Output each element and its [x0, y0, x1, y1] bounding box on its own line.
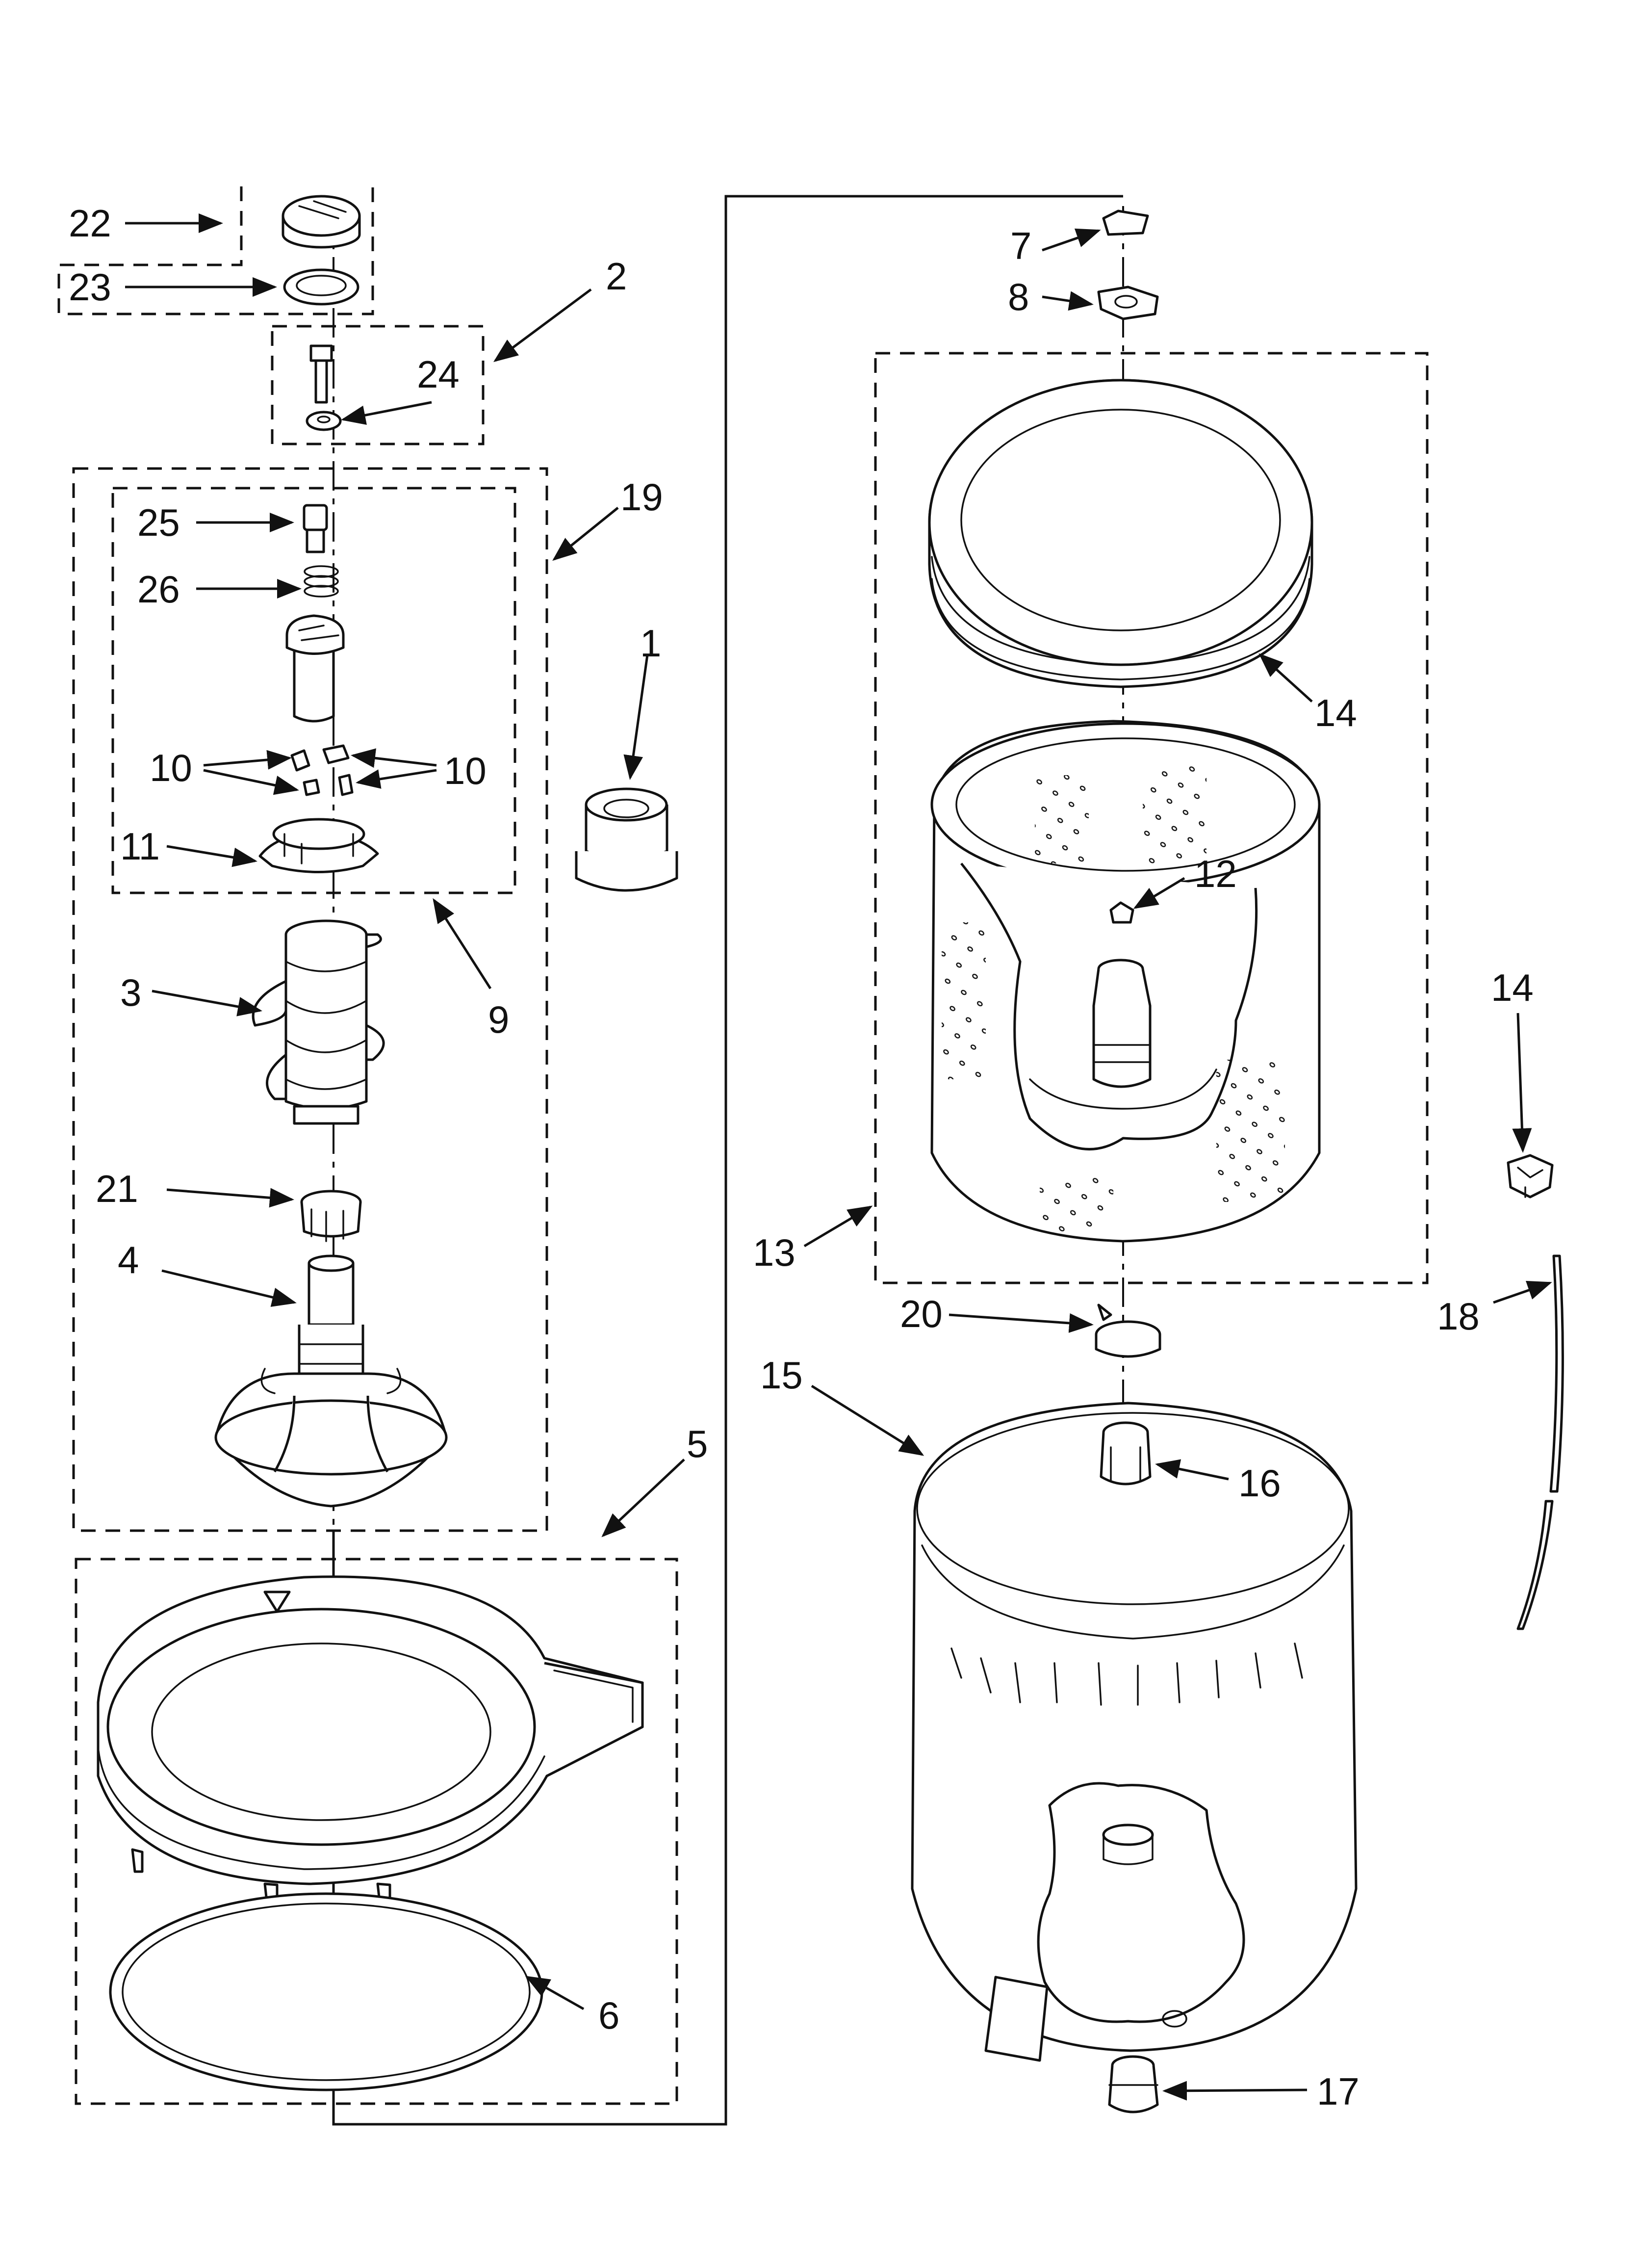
callout-23: 22: [69, 202, 111, 245]
callout-6: 6: [598, 1994, 619, 2037]
callout-10-left: 10: [150, 746, 192, 789]
knob-cap-part: [282, 195, 361, 249]
spanner-plate-part: [1097, 286, 1159, 320]
callout-25: 24: [417, 353, 460, 396]
callout-19: 18: [1437, 1295, 1480, 1338]
base-ring-part: [97, 1575, 644, 1907]
drain-fitting-part: [1108, 2055, 1159, 2113]
callout-10-right: 10: [444, 749, 487, 792]
callout-14: 14: [1491, 966, 1534, 1009]
ring-seal-part: [109, 1892, 543, 2091]
callout-4: 4: [118, 1238, 139, 1281]
bearing-part: [575, 787, 678, 892]
spring-part: [304, 565, 339, 598]
cam-body-part: [285, 614, 345, 723]
bushing-part: [1100, 1421, 1152, 1486]
callout-16: 15: [760, 1354, 803, 1397]
callout-20: 19: [620, 475, 663, 519]
callout-13: 13: [753, 1231, 795, 1274]
callout-9: 9: [488, 998, 509, 1041]
hose-clamp-part: [1095, 1303, 1161, 1358]
callout-22: 21: [96, 1167, 138, 1210]
cam-base-part: [258, 818, 379, 873]
seal-ring-part: [283, 268, 359, 306]
callout-26: 25: [137, 501, 180, 544]
callout-labels: 22 23 2 24 19 25 26 1 10 10 11 9 3 21 4 …: [69, 202, 1534, 2113]
callout-17: 16: [1238, 1461, 1281, 1505]
callout-7: 7: [1010, 224, 1031, 267]
nut-clip-part: [1102, 209, 1149, 236]
callout-24: 23: [69, 265, 111, 309]
callout-12: 12: [1194, 852, 1237, 895]
callout-8: 8: [1008, 275, 1029, 318]
drain-hose-part: [1516, 1254, 1564, 1630]
callout-27: 26: [137, 568, 180, 611]
outer-tub-part: [911, 1402, 1358, 2062]
leader-arrows: [125, 213, 1552, 2101]
hose-clip-part: [1507, 1154, 1554, 1199]
balance-ring-part: [928, 379, 1313, 688]
wash-basket-part: [930, 720, 1321, 1243]
callout-15: 14: [1314, 691, 1357, 734]
callout-2: 2: [606, 255, 627, 298]
cam-dogs-part: [290, 744, 354, 796]
callout-11: 11: [120, 825, 160, 868]
callout-5: 5: [687, 1422, 708, 1465]
bolt-washer-part: [306, 344, 342, 431]
callout-1: 1: [640, 622, 661, 665]
cam-cap-part: [303, 504, 328, 553]
callout-18: 17: [1317, 2070, 1360, 2113]
ratchet-part: [300, 1190, 362, 1242]
callout-21: 20: [900, 1292, 943, 1335]
agitator-base-part: [214, 1254, 448, 1508]
auger-part: [252, 919, 385, 1125]
callout-3: 3: [120, 971, 141, 1014]
